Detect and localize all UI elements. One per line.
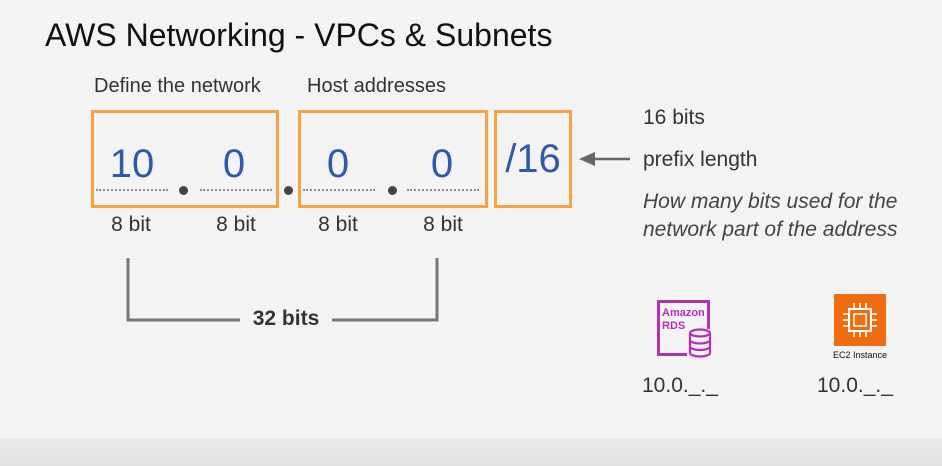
octet-4-underline	[407, 189, 479, 191]
rds-label-bottom: RDS	[662, 320, 685, 332]
separator-dot-3	[388, 186, 397, 195]
prefix-description-line1: How many bits used for the	[643, 190, 898, 213]
separator-dot-2	[284, 186, 293, 195]
octet-2-underline	[200, 189, 272, 191]
network-label: Define the network	[94, 75, 261, 97]
prefix-description-line2: network part of the address	[643, 218, 898, 241]
page-title: AWS Networking - VPCs & Subnets	[45, 17, 553, 53]
ec2-instance-label: EC2 Instance	[832, 350, 888, 360]
arrow-head	[579, 152, 595, 166]
ec2-address-caption: 10.0._._	[817, 374, 893, 397]
octet-4: 0	[430, 142, 454, 186]
prefix-bits-text: 16 bits	[643, 106, 705, 129]
bottom-band	[0, 438, 942, 466]
separator-dot-1	[179, 186, 188, 195]
bit-label-4: 8 bit	[423, 213, 463, 236]
prefix-value: /16	[505, 136, 561, 181]
bit-label-3: 8 bit	[318, 213, 358, 236]
rds-address-caption: 10.0._._	[642, 374, 718, 397]
hosts-label: Host addresses	[307, 75, 446, 97]
ec2-instance-icon	[834, 294, 886, 346]
amazon-rds-icon: Amazon RDS	[657, 300, 713, 359]
prefix-length-text: prefix length	[643, 148, 758, 171]
octet-1: 10	[109, 142, 155, 186]
octet-3: 0	[326, 142, 350, 186]
prefix-box	[494, 110, 572, 208]
host-box	[298, 110, 488, 208]
network-box	[91, 110, 279, 208]
bit-label-2: 8 bit	[216, 213, 256, 236]
rds-label-top: Amazon	[662, 307, 705, 319]
octet-3-underline	[303, 189, 375, 191]
octet-2: 0	[222, 142, 246, 186]
total-bits-label: 32 bits	[240, 307, 332, 331]
octet-1-underline	[96, 189, 168, 191]
bit-label-1: 8 bit	[111, 213, 151, 236]
